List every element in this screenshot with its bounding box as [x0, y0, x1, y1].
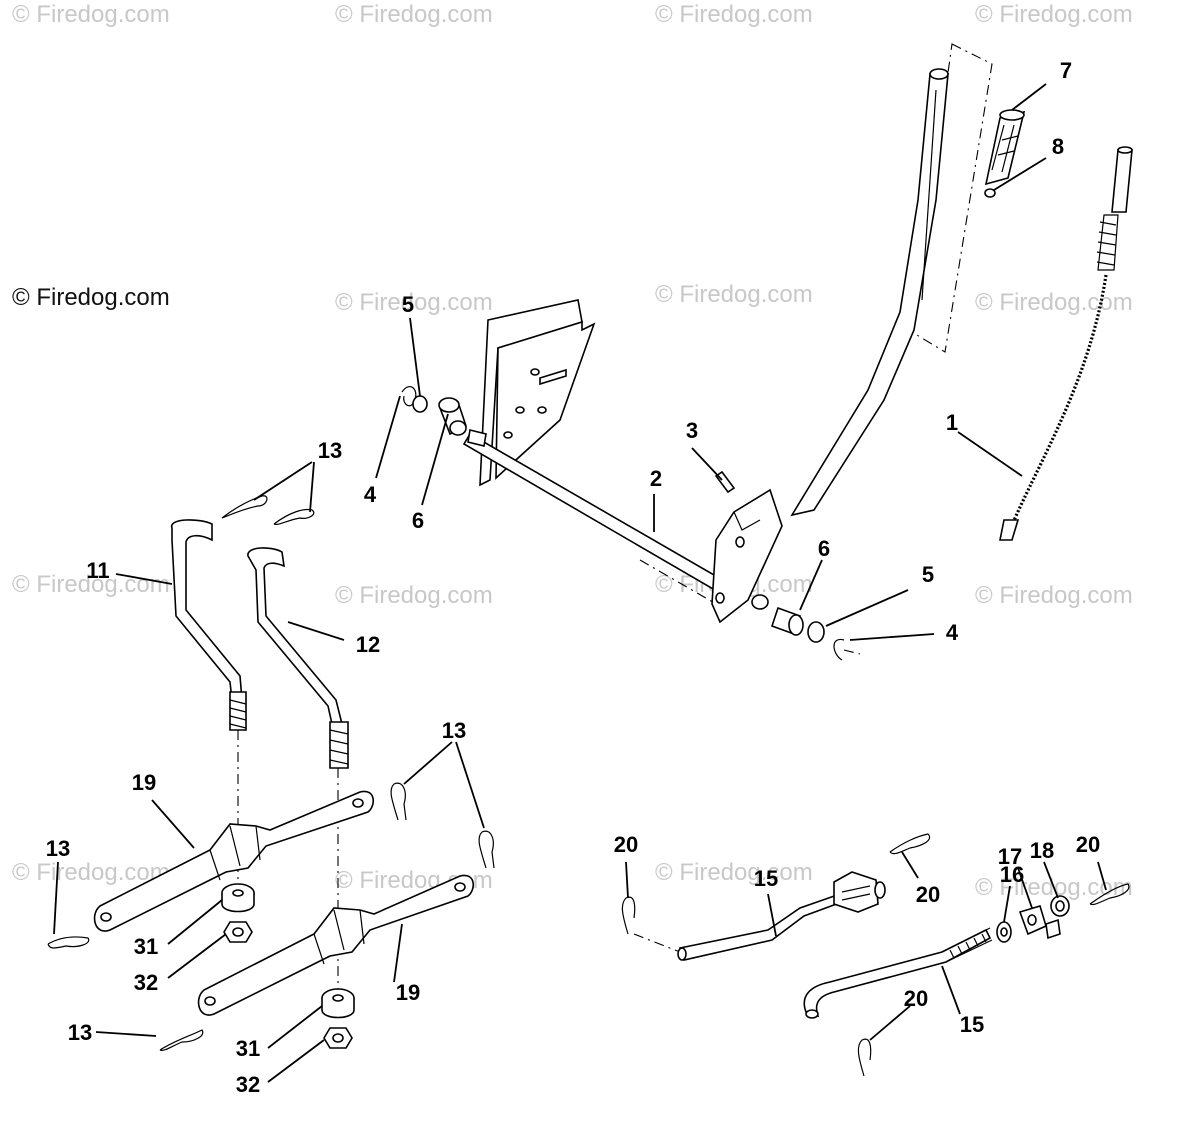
- spacers-and-nuts: [221, 883, 355, 1049]
- callout-8: 8: [1052, 134, 1064, 159]
- callout-6: 6: [818, 536, 830, 561]
- callout-15: 15: [754, 866, 778, 891]
- lift-handle: [790, 68, 949, 517]
- callout-4: 4: [364, 482, 377, 507]
- shaft-bracket: [711, 488, 783, 624]
- grip-outline-dashed: [911, 43, 993, 353]
- roll-pin: [714, 470, 736, 494]
- callout-31: 31: [236, 1036, 260, 1061]
- leader-lines: [53, 83, 1107, 1083]
- watermark-text: © Firedog.com: [12, 571, 170, 598]
- callout-13: 13: [68, 1020, 92, 1045]
- adjust-hardware: [996, 895, 1070, 943]
- callout-6: 6: [412, 508, 424, 533]
- callout-12: 12: [356, 632, 380, 657]
- callout-32: 32: [236, 1072, 260, 1097]
- callout-32: 32: [134, 970, 158, 995]
- watermark-text: © Firedog.com: [335, 1, 493, 28]
- callout-3: 3: [686, 418, 698, 443]
- callout-19: 19: [132, 770, 156, 795]
- watermark-text: © Firedog.com: [655, 1, 813, 28]
- callout-20: 20: [916, 882, 940, 907]
- lift-arm-19-lower: [197, 874, 475, 1016]
- adjust-rod-15-lower: [803, 927, 993, 1019]
- handle-grip: [984, 109, 1026, 186]
- callout-2: 2: [650, 466, 662, 491]
- callout-13: 13: [442, 718, 466, 743]
- callout-20: 20: [1076, 832, 1100, 857]
- watermark-text: © Firedog.com: [655, 281, 813, 308]
- copyright-text: © Firedog.com: [12, 284, 170, 311]
- callout-20: 20: [904, 986, 928, 1011]
- watermark-text: © Firedog.com: [12, 859, 170, 886]
- callout-13: 13: [46, 836, 70, 861]
- callout-20: 20: [614, 832, 638, 857]
- watermark-text: © Firedog.com: [335, 289, 493, 316]
- watermark-text: © Firedog.com: [975, 1, 1133, 28]
- callout-15: 15: [960, 1012, 984, 1037]
- callout-17: 17: [998, 844, 1022, 869]
- callout-1: 1: [946, 410, 958, 435]
- watermark-text: © Firedog.com: [975, 289, 1133, 316]
- callout-31: 31: [134, 934, 158, 959]
- callout-11: 11: [86, 558, 109, 583]
- watermark-text: © Firedog.com: [12, 1, 170, 28]
- mounting-plate: [479, 299, 596, 487]
- watermarks: © Firedog.com © Firedog.com © Firedog.co…: [12, 1, 1133, 901]
- callout-4: 4: [946, 620, 959, 645]
- watermark-text: © Firedog.com: [655, 859, 813, 886]
- callout-5: 5: [922, 562, 934, 587]
- callout-7: 7: [1060, 58, 1072, 83]
- lift-arm-19-upper: [93, 790, 375, 932]
- callout-13: 13: [318, 438, 342, 463]
- callout-19: 19: [396, 980, 420, 1005]
- left-hardware: [401, 386, 487, 447]
- watermark-text: © Firedog.com: [335, 582, 493, 609]
- watermark-text: © Firedog.com: [975, 582, 1133, 609]
- lift-link-11: [171, 519, 247, 880]
- callout-labels: 7 8 1 5 4 6 3 2 6 5 4 13 11 12 13 19 13 …: [46, 58, 1100, 1097]
- lift-cable: [999, 146, 1133, 541]
- hairpin-clips: [47, 495, 1130, 1077]
- grip-screw: [984, 188, 996, 198]
- adjust-rod-15-upper: [633, 871, 886, 961]
- callout-16: 16: [1000, 862, 1024, 887]
- callout-5: 5: [402, 292, 414, 317]
- right-hardware: [751, 594, 861, 661]
- callout-18: 18: [1030, 838, 1054, 863]
